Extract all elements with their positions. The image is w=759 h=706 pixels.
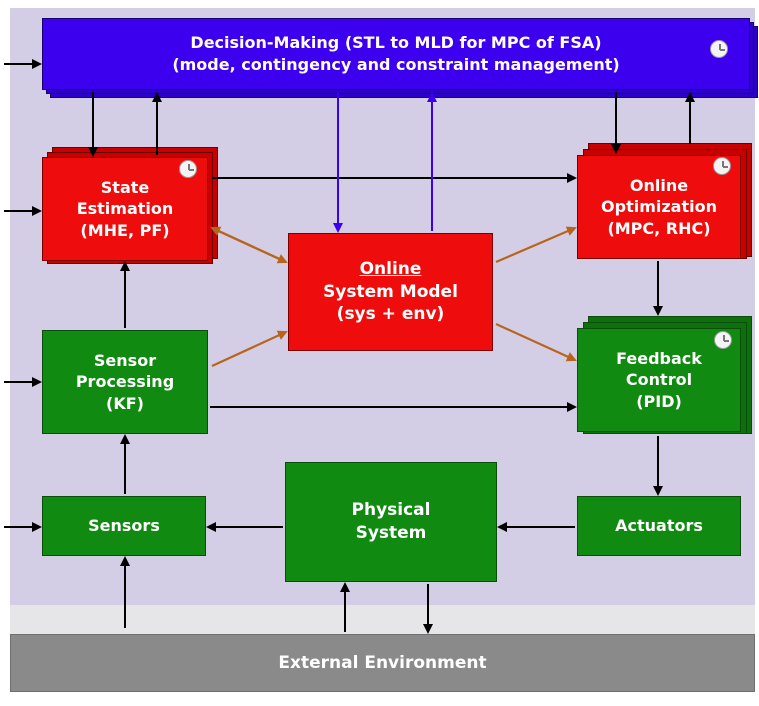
- feedback-control-line2: Control: [625, 370, 693, 390]
- online-system-model-block: Online System Model (sys + env): [288, 233, 493, 351]
- online-optimization-line3: (MPC, RHC): [607, 218, 711, 238]
- clock-icon: [179, 160, 197, 178]
- sensor-processing-line1: Sensor: [93, 350, 157, 370]
- sensors-label: Sensors: [88, 516, 160, 536]
- arrow-model-to-estimation-b: [210, 226, 287, 263]
- online-system-model-line3: (sys + env): [336, 304, 445, 325]
- physical-system-block: Physical System: [285, 462, 497, 582]
- online-optimization-line2: Optimization: [601, 197, 717, 217]
- online-optimization-line1: Online: [629, 175, 689, 195]
- feedback-control-block: Feedback Control (PID): [577, 328, 741, 432]
- physical-system-line1: Physical: [351, 500, 431, 521]
- decision-making-block: Decision-Making (STL to MLD for MPC of F…: [42, 18, 750, 90]
- arrow-model-to-optimization: [495, 226, 577, 264]
- sensors-block: Sensors: [42, 496, 206, 556]
- state-estimation-line2: Estimation: [76, 199, 174, 219]
- actuators-block: Actuators: [577, 496, 741, 556]
- external-environment-bar: External Environment: [10, 634, 755, 692]
- arrow-processing-to-model: [211, 330, 288, 367]
- feedback-control-line1: Feedback: [616, 348, 702, 368]
- state-estimation-line1: State: [100, 177, 150, 197]
- sensor-processing-line3: (KF): [106, 393, 144, 413]
- feedback-control-line3: (PID): [636, 391, 682, 411]
- sensor-processing-line2: Processing: [75, 372, 175, 392]
- state-estimation-line3: (MHE, PF): [80, 220, 170, 240]
- clock-icon: [713, 157, 731, 175]
- clock-icon: [710, 40, 728, 58]
- online-system-model-line2: System Model: [323, 281, 458, 302]
- physical-system-line2: System: [355, 523, 427, 543]
- environment-gap: [10, 605, 755, 635]
- actuators-label: Actuators: [615, 516, 703, 536]
- arrow-model-to-feedback: [495, 322, 577, 362]
- sensor-processing-block: Sensor Processing (KF): [42, 330, 208, 434]
- external-environment-label: External Environment: [278, 653, 487, 673]
- online-optimization-block: Online Optimization (MPC, RHC): [577, 155, 741, 259]
- clock-icon: [714, 331, 732, 349]
- decision-making-title: Decision-Making (STL to MLD for MPC of F…: [190, 32, 602, 52]
- decision-making-subtitle: (mode, contingency and constraint manage…: [172, 55, 620, 74]
- online-system-model-line1: Online: [359, 258, 422, 279]
